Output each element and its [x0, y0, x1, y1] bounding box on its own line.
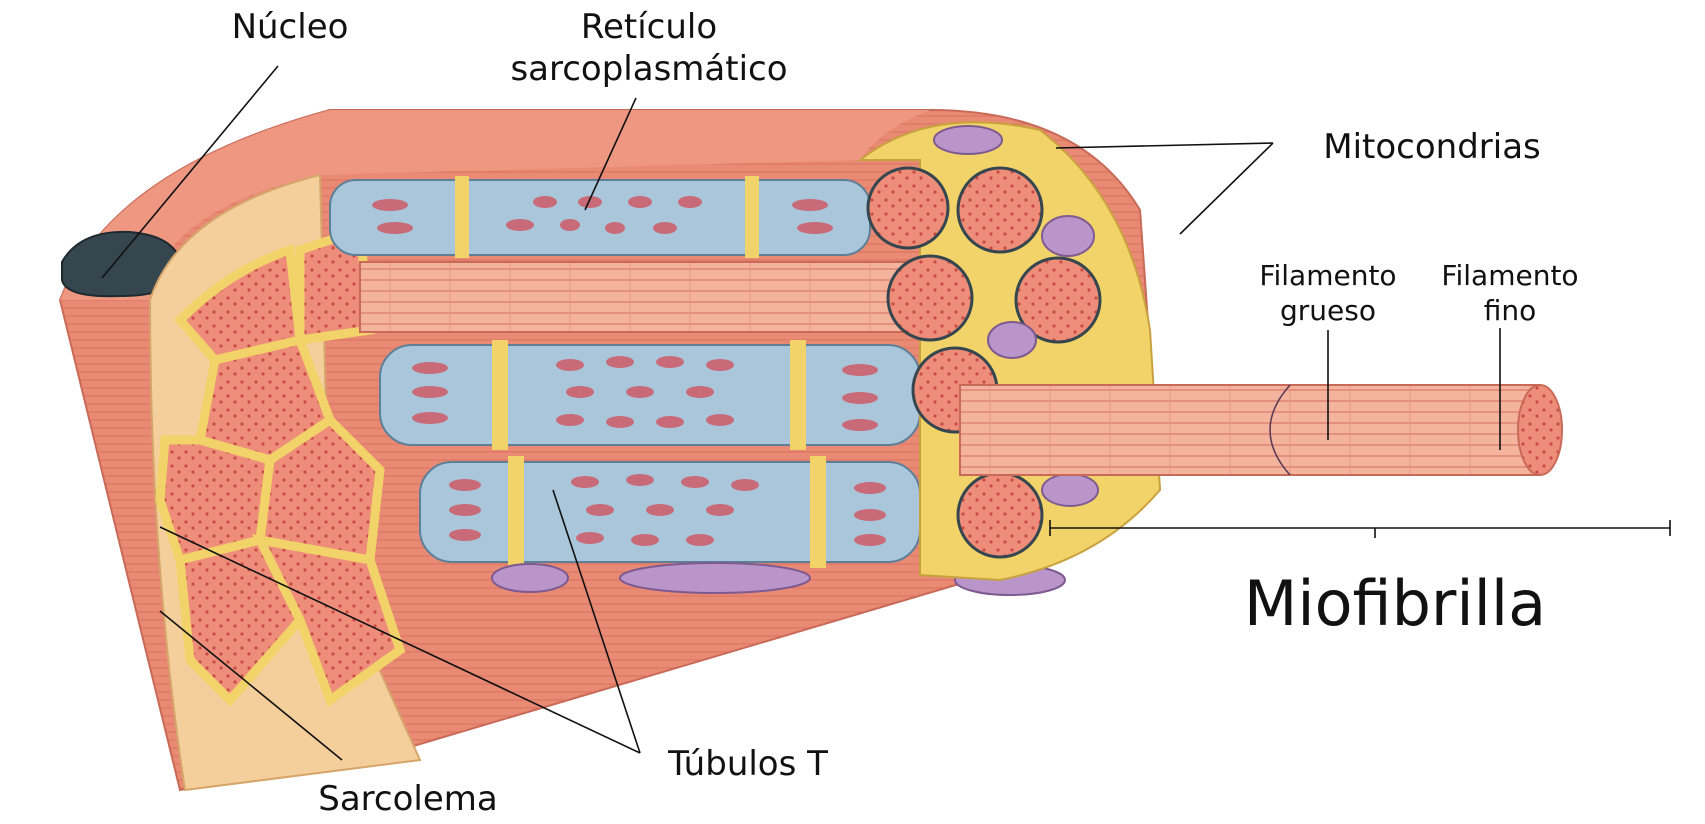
- reticulum-row-bottom: [420, 456, 920, 568]
- reticulum-row-middle: [380, 340, 920, 450]
- label-mitocondrias: Mitocondrias: [1323, 127, 1541, 167]
- label-filamento-grueso-line1: Filamento: [1259, 259, 1396, 292]
- label-reticulo-line1: Retículo: [581, 7, 717, 47]
- label-miofibrilla: Miofibrilla: [1244, 567, 1546, 640]
- extended-myofibril: [960, 385, 1562, 475]
- label-tubulos-t: Túbulos T: [667, 744, 828, 784]
- striated-myofibril: [360, 262, 920, 332]
- label-filamento-grueso-line2: grueso: [1280, 294, 1376, 327]
- label-reticulo-line2: sarcoplasmático: [510, 49, 787, 89]
- label-sarcolema: Sarcolema: [318, 779, 497, 819]
- label-filamento-fino-line2: fino: [1484, 294, 1537, 327]
- label-filamento-fino-line1: Filamento: [1441, 259, 1578, 292]
- reticulum-row-top: [330, 176, 870, 258]
- label-nucleo: Núcleo: [232, 7, 349, 47]
